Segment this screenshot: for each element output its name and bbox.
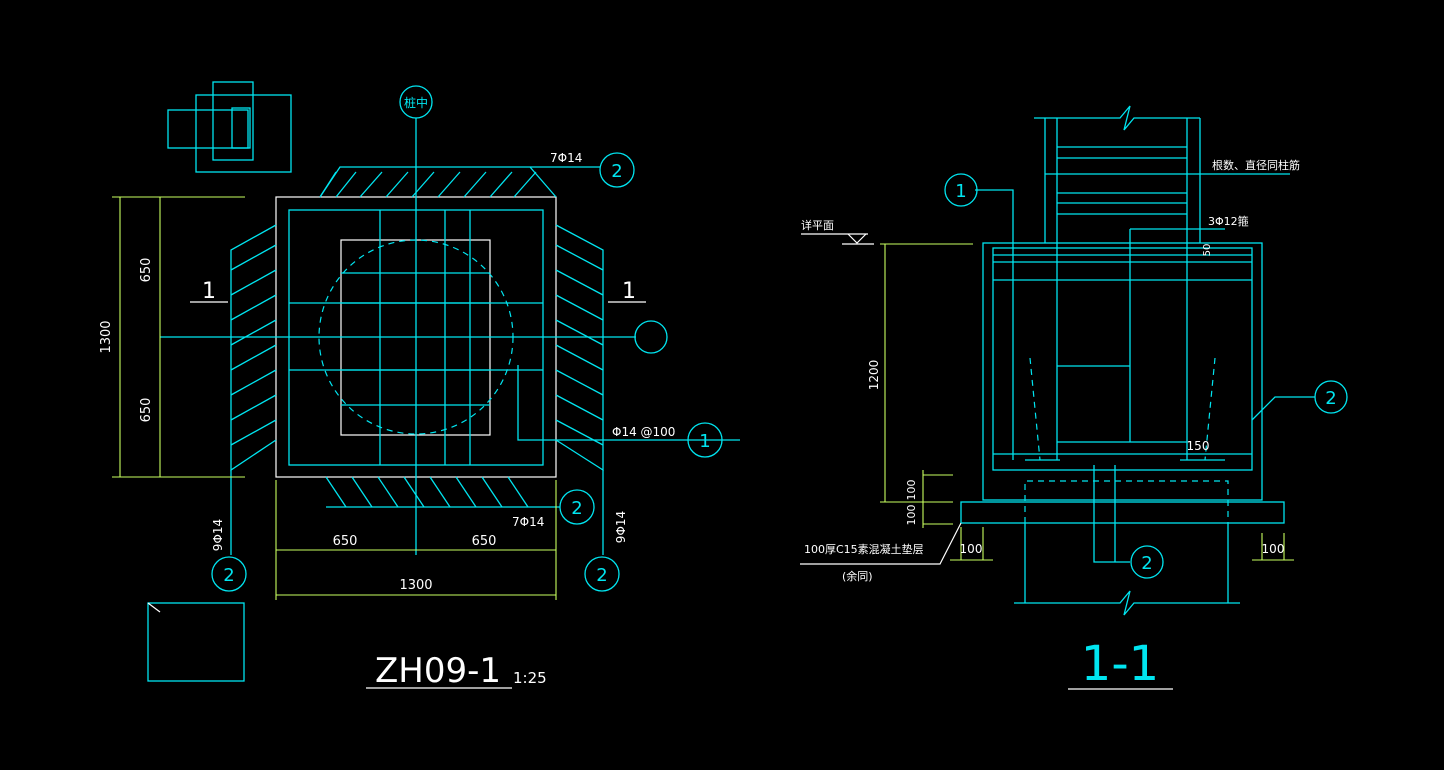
dim-100-right: 100 — [1262, 542, 1285, 556]
dim-100-left: 100 — [960, 542, 983, 556]
plan-view: 650 650 1300 650 650 1300 1 1 7Φ14 7Φ14 … — [99, 85, 740, 691]
column-bar-note: 根数、直径同柱筋 — [1212, 158, 1300, 172]
pile-center-bubble-top — [399, 85, 433, 119]
hatch-right — [555, 224, 604, 555]
plan-title: ZH09-1 — [375, 651, 501, 691]
viewcube-icon — [167, 81, 292, 173]
cap-section — [982, 242, 1263, 501]
section-bubble-2-bottom: 2 — [1141, 553, 1152, 574]
dim-1200: 1200 — [867, 360, 881, 391]
bubble-1: 1 — [699, 431, 710, 452]
section-mark-left: 1 — [202, 279, 216, 304]
pile-center-label: 桩中 — [404, 95, 428, 110]
ucs-icon — [147, 602, 245, 682]
section-title: 1-1 — [1081, 636, 1159, 692]
section-bubble-1: 1 — [955, 181, 966, 202]
dim-1300-horizontal: 1300 — [399, 578, 432, 593]
stirrup-note: 3Φ12箍 — [1208, 214, 1249, 228]
dim-horizontal — [275, 480, 557, 600]
dim-150: 150 — [1187, 439, 1210, 453]
hatch-top — [319, 166, 600, 198]
dim-100-lower: 100 — [905, 505, 918, 526]
bottom-bar-label: 7Φ14 — [512, 515, 544, 529]
side-bar-left-label: 9Φ14 — [211, 519, 225, 551]
section-bubble-2-right: 2 — [1325, 388, 1336, 409]
dim-650-right: 650 — [472, 534, 497, 549]
dim-vertical — [112, 196, 245, 478]
pile-center-bubble-right — [634, 320, 668, 354]
dim-100-upper: 100 — [905, 480, 918, 501]
pad-note-2: (余同) — [842, 569, 873, 583]
dim-650-left: 650 — [333, 534, 358, 549]
bubble-2-right: 2 — [596, 565, 607, 586]
section-mark-right: 1 — [622, 279, 636, 304]
dim-1300-vertical: 1300 — [99, 320, 114, 353]
dim-650-lower: 650 — [139, 398, 154, 423]
plan-scale: 1:25 — [513, 669, 547, 687]
section-view: 详平面 根数、直径同柱筋 3Φ12箍 50 1200 100 100 150 1… — [800, 105, 1348, 692]
stirrup-label: Φ14 @100 — [612, 425, 675, 439]
bubble-2-bottom: 2 — [571, 498, 582, 519]
bubble-2-top: 2 — [611, 161, 622, 182]
hatch-bottom — [325, 476, 560, 508]
dim-650-upper: 650 — [139, 258, 154, 283]
ground-level-label: 详平面 — [801, 218, 834, 232]
dim-50: 50 — [1202, 244, 1213, 257]
side-bar-right-label: 9Φ14 — [614, 511, 628, 543]
concrete-pad — [960, 501, 1285, 524]
top-bar-label: 7Φ14 — [550, 151, 582, 165]
pad-note: 100厚C15素混凝土垫层 — [804, 542, 924, 556]
hatch-left — [230, 224, 277, 555]
bubble-2-left: 2 — [223, 565, 234, 586]
